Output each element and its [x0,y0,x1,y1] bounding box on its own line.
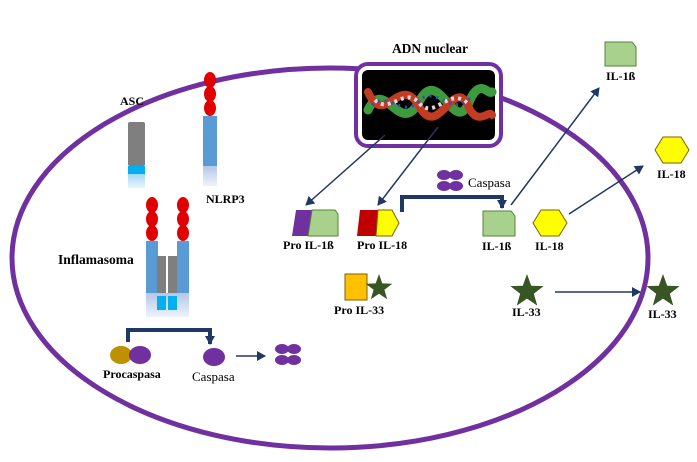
caspase-tetramer-icon [437,170,463,191]
caspase-monomer-icon [203,348,225,366]
pro-il33-label: Pro IL-33 [334,303,384,317]
il33-inside-label: IL-33 [512,305,541,319]
il18-inside-hexagon-icon [532,209,568,237]
caspasa-bottom-label: Caspasa [192,369,235,384]
arrow-dna-to-pro-il1b [305,134,386,206]
arrow-il18-secretion [568,165,644,215]
il33-outside-label: IL-33 [648,307,677,321]
arrow-dna-to-pro-il18 [377,126,439,206]
il1b-inside-label: IL-1ß [482,239,512,253]
nlrp3-label: NLRP3 [206,192,245,206]
caspase-tetramer-icon [275,344,301,365]
procaspasa-label: Procaspasa [103,367,161,381]
cell-membrane [9,65,651,451]
pro-il1b-icon [292,209,339,237]
pro-il33-icon [344,273,393,301]
inflamasoma-label: Inflamasoma [58,252,134,267]
pro-il18-label: Pro IL-18 [357,238,407,252]
il18-outside-label: IL-18 [657,167,686,181]
il33-inside-star-icon [510,274,544,306]
dna-helix-icon [354,62,503,148]
il33-outside-star-icon [646,274,680,306]
pro-il1b-label: Pro IL-1ß [283,238,334,252]
il18-outside-hexagon-icon [654,136,690,164]
adn-nuclear-label: ADN nuclear [392,41,468,56]
il18-inside-label: IL-18 [535,239,564,253]
il1b-outside-label: IL-1ß [606,69,636,83]
cleavage-arrow [400,195,507,212]
inflammasome-complex-icon [146,197,189,317]
il1b-outside-icon [604,41,637,67]
nlrp3-protein-icon [203,72,217,186]
il1b-inside-icon [482,210,516,237]
pro-il18-icon [357,209,400,237]
activation-arrow-procaspasa [126,328,215,345]
caspasa-top-label: Caspasa [468,175,511,190]
asc-protein-icon [128,122,145,188]
asc-label: ASC [120,94,144,108]
arrow-il1b-secretion [510,87,600,206]
procaspasa-icon [110,346,151,364]
